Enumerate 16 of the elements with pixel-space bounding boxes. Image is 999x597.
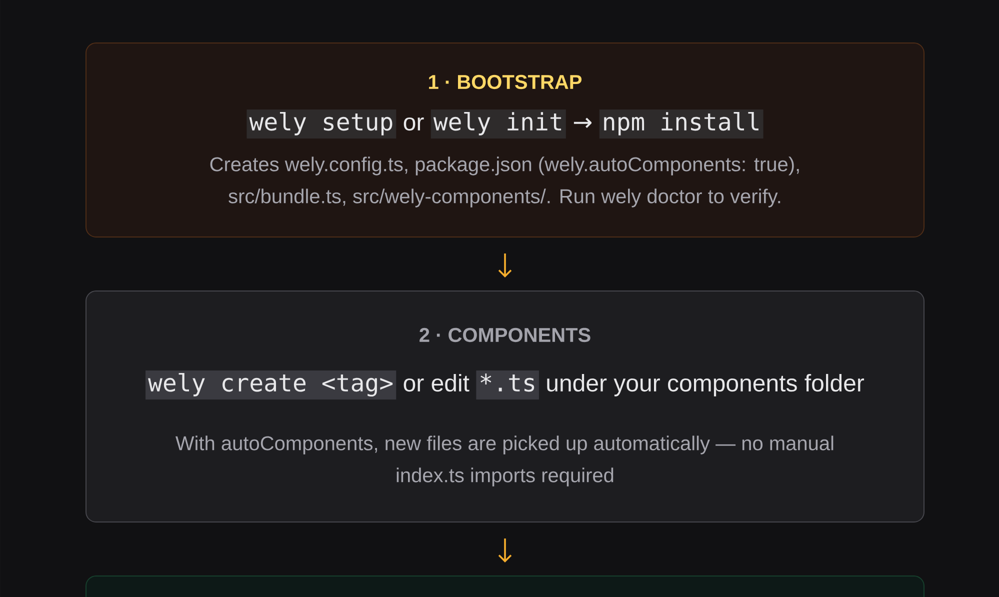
arrow [498,254,512,278]
step-description: With autoComponents, new files are picked up automatically — no manual index.ts imports required [176,436,834,486]
inline-code: wely init [430,110,566,138]
step-description: Creates wely.config.ts, package.json (wely.autoComponents: true), src/bundle.ts, src/wely-components/. Run wely doctor to verify. [210,156,799,208]
inline-code: *.ts [476,370,539,400]
step-card [86,576,924,597]
inline-code: npm install [599,110,764,138]
step-title: 2 · COMPONENTS [420,328,590,342]
step-title: 1 · BOOTSTRAP [429,74,582,90]
inline-text: or [404,117,424,131]
inline-text: or edit [404,374,470,392]
inline-text: → [574,118,592,128]
inline-code: wely create <tag> [146,370,396,400]
inline-code: wely setup [246,110,396,138]
arrow [498,538,512,562]
inline-text: under your components folder [547,374,864,396]
